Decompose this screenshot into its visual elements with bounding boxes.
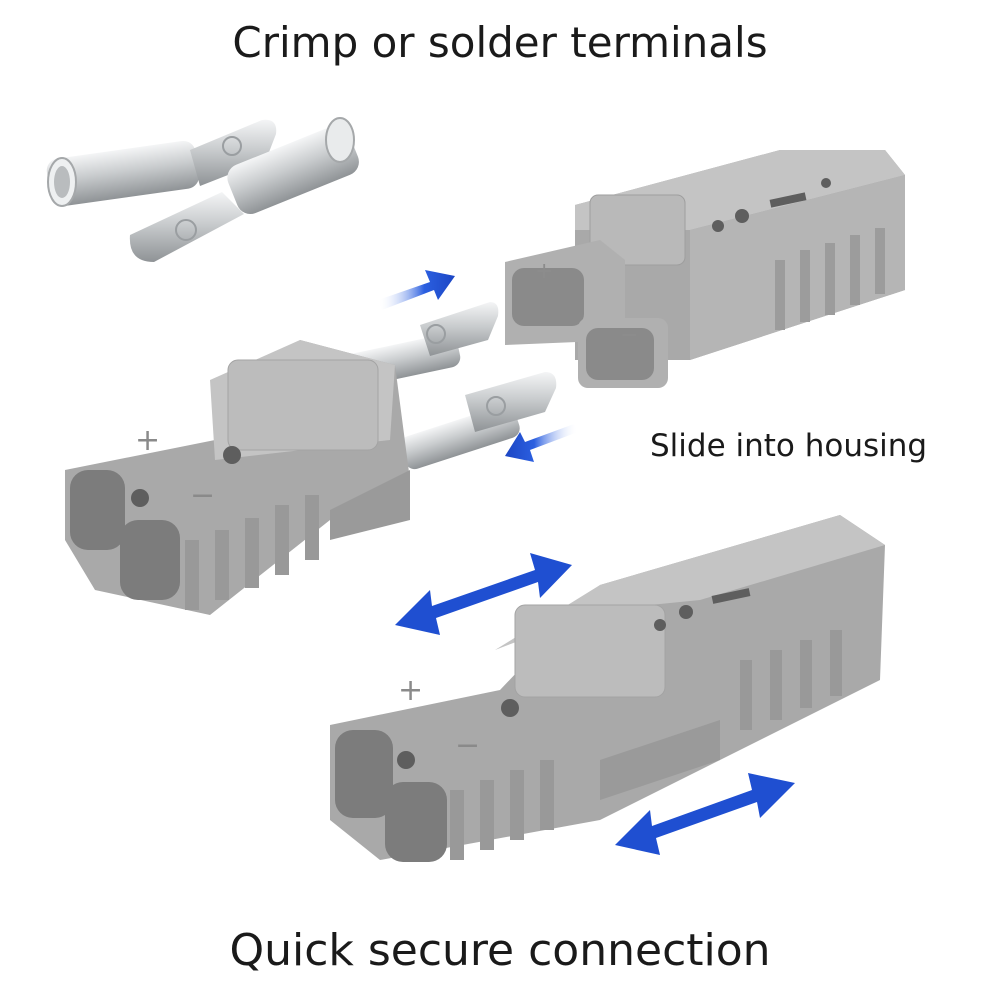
minus-mark-left: − — [190, 478, 215, 513]
caption-crimp-terminals: Crimp or solder terminals — [232, 18, 768, 67]
loose-terminals — [46, 117, 359, 262]
plus-mark-bottom: + — [398, 673, 423, 708]
double-arrow-icon — [615, 773, 795, 855]
plus-mark-top: + — [535, 259, 553, 284]
plus-mark-left: + — [135, 423, 160, 458]
arrow-left-icon — [505, 424, 578, 462]
housing-receptacle-top: + − — [505, 150, 905, 388]
terminal-lower — [129, 117, 359, 262]
terminal-upper — [46, 119, 277, 207]
housing-mated-pair: + − — [330, 515, 885, 862]
arrow-right-icon — [378, 270, 455, 310]
minus-mark-bottom: − — [455, 728, 480, 763]
caption-slide-housing: Slide into housing — [650, 428, 928, 464]
minus-mark-top: − — [620, 323, 638, 348]
caption-quick-connection: Quick secure connection — [229, 925, 771, 976]
double-arrow-icon — [395, 553, 572, 635]
housing-with-pins: + − — [65, 302, 557, 615]
